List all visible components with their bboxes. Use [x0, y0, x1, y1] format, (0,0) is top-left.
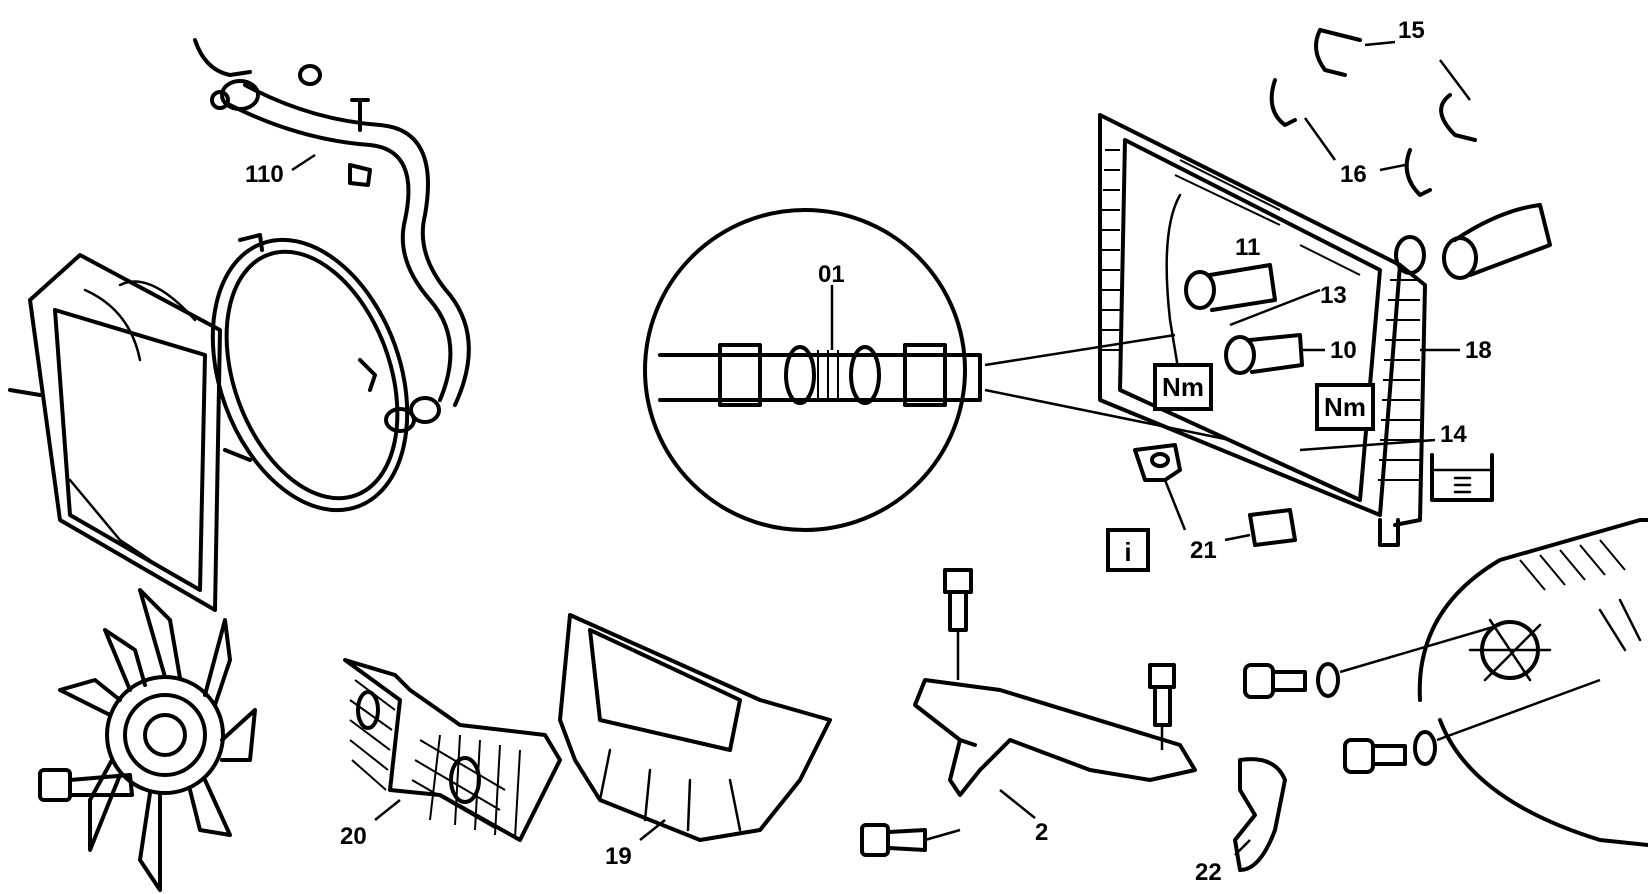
hose-clips — [1269, 28, 1477, 197]
air-guide-small — [1233, 757, 1287, 872]
label-20: 20 — [340, 823, 367, 850]
label-10: 10 — [1330, 337, 1357, 364]
engine-front — [1417, 518, 1648, 847]
mounting-bracket — [860, 568, 1197, 857]
label-01: 01 — [818, 261, 845, 288]
engine-bolts — [1243, 623, 1601, 774]
torque-spec-icon: Nm — [1315, 383, 1375, 431]
info-symbol: i — [1124, 537, 1131, 567]
label-2: 2 — [1035, 819, 1048, 846]
air-guide-left — [343, 658, 562, 842]
label-15: 15 — [1398, 17, 1425, 44]
label-18: 18 — [1465, 337, 1492, 364]
cooling-fan — [38, 588, 257, 892]
radiator — [1098, 113, 1552, 547]
label-13: 13 — [1320, 282, 1347, 309]
rubber-mounts — [1133, 443, 1297, 547]
label-11: 11 — [1235, 234, 1260, 261]
torque-spec-icon: Nm — [1153, 363, 1213, 411]
coolant-reservoir-icon — [1430, 453, 1494, 502]
torque-label-left: Nm — [1162, 372, 1204, 402]
label-21: 21 — [1190, 537, 1217, 564]
label-19: 19 — [605, 843, 632, 870]
fan-shroud — [8, 253, 252, 612]
detail-magnifier — [643, 208, 1231, 532]
label-14: 14 — [1440, 421, 1467, 448]
information-icon: i — [1106, 528, 1150, 572]
air-guide-lower — [558, 613, 832, 842]
torque-label-right: Nm — [1324, 392, 1366, 422]
label-22: 22 — [1195, 859, 1222, 886]
upper-coolant-hose — [193, 38, 471, 433]
label-110: 110 — [245, 161, 284, 188]
fan-ring — [210, 233, 410, 513]
part-labels: 110 01 11 13 10 18 14 15 16 21 20 19 2 2… — [245, 17, 1492, 886]
label-16: 16 — [1340, 161, 1367, 188]
